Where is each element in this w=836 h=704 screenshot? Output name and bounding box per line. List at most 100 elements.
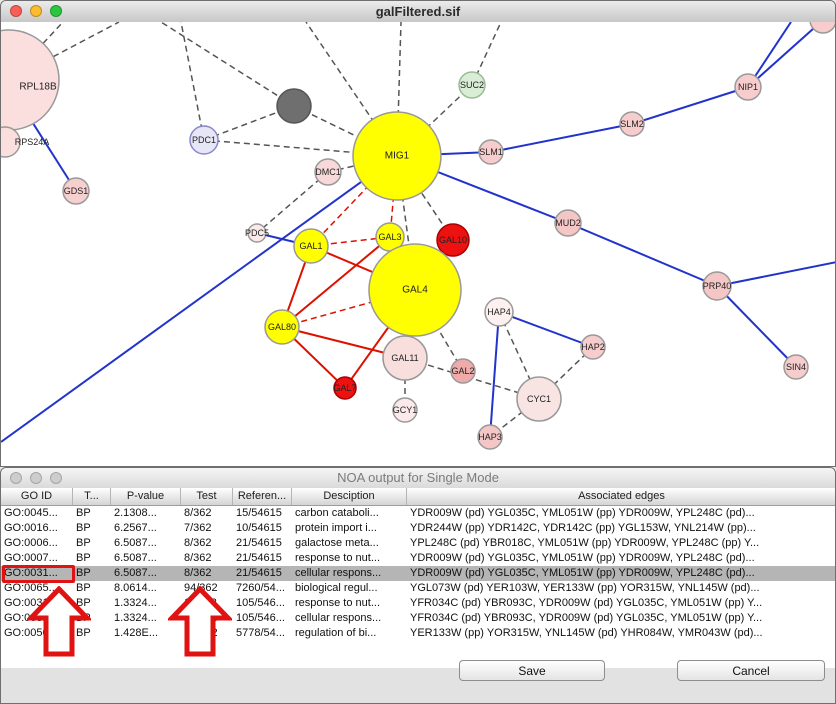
table-cell: BP (76, 627, 91, 639)
column-header-0[interactable]: GO ID (1, 488, 73, 505)
table-cell: YDR244W (pp) YDR142C, YDR142C (pp) YGL15… (410, 522, 756, 534)
node-SIN4[interactable] (783, 354, 809, 380)
column-header-4[interactable]: Referen... (233, 488, 292, 505)
table-cell: regulation of bi... (295, 627, 377, 639)
node-label-SLM2: SLM2 (620, 119, 644, 129)
edge-HAP4-HAP3[interactable] (489, 311, 500, 438)
node-CYC1[interactable] (516, 376, 562, 422)
edge-SLM1-SLM2[interactable] (490, 123, 633, 153)
node-RPS24A[interactable] (1, 126, 21, 158)
node-GAL1[interactable] (293, 228, 329, 264)
column-header-5[interactable]: Desciption (292, 488, 407, 505)
window-title: galFiltered.sif (375, 4, 461, 19)
node-label-RPL18B: RPL18B (19, 82, 57, 93)
node-GAL4[interactable] (368, 243, 462, 337)
node-label-SIN4: SIN4 (786, 362, 806, 372)
network-canvas[interactable]: RPL18BRPS24AGDS1PDC1MIG1SUC2SLM1SLM2NIP1… (1, 22, 835, 466)
node-RPL18B[interactable] (1, 29, 60, 131)
node-PDC1[interactable] (189, 125, 219, 155)
table-cell: 5778/54... (236, 627, 285, 639)
window-controls (10, 5, 62, 17)
table-cell: 15/54615 (236, 507, 282, 519)
table-cell: 8.0614... (114, 582, 157, 594)
node-GDS1[interactable] (62, 177, 90, 205)
node-NIP1[interactable] (734, 73, 762, 101)
edge-PRP40-SIN4[interactable] (716, 285, 797, 368)
node-PDC5[interactable] (247, 223, 267, 243)
node-SUC2[interactable] (458, 71, 486, 99)
node-label-RPS24A: RPS24A (15, 137, 50, 147)
node-GAL10[interactable] (436, 223, 470, 257)
edge-NIP1-TR1[interactable] (747, 22, 823, 88)
node-GAL80[interactable] (264, 309, 300, 345)
minimize-button-inactive[interactable] (30, 472, 42, 484)
node-GAL2[interactable] (450, 358, 476, 384)
table-cell: GO:0045... (4, 507, 58, 519)
node-GAL7[interactable] (333, 376, 357, 400)
table-cell: GO:0016... (4, 522, 58, 534)
node-HAP2[interactable] (580, 334, 606, 360)
node-label-GAL2: GAL2 (451, 366, 474, 376)
edge-MIG1-ext[interactable] (1, 155, 398, 443)
table-cell: 6.2567... (114, 522, 157, 534)
column-header-1[interactable]: T... (73, 488, 111, 505)
node-label-GAL10: GAL10 (439, 235, 467, 245)
node-SLM2[interactable] (619, 111, 645, 137)
table-cell: 21/54615 (236, 537, 282, 549)
close-button[interactable] (10, 5, 22, 17)
node-SLM1[interactable] (478, 139, 504, 165)
node-HAP4[interactable] (484, 297, 514, 327)
cancel-button[interactable]: Cancel (677, 660, 825, 681)
table-cell: 1.3324... (114, 597, 157, 609)
edge-PRP40-ext[interactable] (716, 261, 835, 287)
node-GAL11[interactable] (382, 335, 428, 381)
node-label-HAP4: HAP4 (487, 307, 511, 317)
edge-DARK1-ext[interactable] (160, 22, 295, 107)
table-cell: protein import i... (295, 522, 377, 534)
edge-MUD2-PRP40[interactable] (567, 222, 718, 287)
edge-GAL80-GAL3[interactable] (281, 236, 391, 328)
minimize-button[interactable] (30, 5, 42, 17)
column-header-6[interactable]: Associated edges (407, 488, 835, 505)
zoom-button-inactive[interactable] (50, 472, 62, 484)
node-label-GDS1: GDS1 (64, 186, 89, 196)
column-header-3[interactable]: Test (181, 488, 233, 505)
close-button-inactive[interactable] (10, 472, 22, 484)
edge-DMC1-PDC5[interactable] (256, 171, 329, 234)
table-cell: YPL248C (pd) YBR018C, YML051W (pp) YDR00… (410, 537, 760, 549)
column-header-2[interactable]: P-value (111, 488, 181, 505)
table-cell: biological regul... (295, 582, 378, 594)
edge-HAP4-HAP2[interactable] (498, 311, 594, 348)
node-HAP3[interactable] (477, 424, 503, 450)
node-PRP40[interactable] (702, 271, 732, 301)
edge-SLM2-NIP1[interactable] (631, 86, 749, 125)
edge-PDC1-ext[interactable] (180, 22, 205, 141)
edge-MIG1-SUC2[interactable] (396, 84, 473, 157)
node-label-PDC1: PDC1 (192, 135, 216, 145)
node-DMC1[interactable] (314, 158, 342, 186)
node-TR1[interactable] (809, 22, 835, 34)
zoom-button[interactable] (50, 5, 62, 17)
table-cell: YFR034C (pd) YBR093C, YDR009W (pd) YGL03… (410, 597, 763, 609)
node-MUD2[interactable] (554, 209, 582, 237)
save-button[interactable]: Save (459, 660, 605, 681)
node-MIG1[interactable] (352, 111, 442, 201)
node-DARK1[interactable] (276, 88, 312, 124)
edge-MIG1-ext[interactable] (305, 22, 398, 157)
table-cell: 8/362 (184, 567, 212, 579)
table-cell: GO:0050... (4, 627, 58, 639)
node-label-SUC2: SUC2 (460, 80, 484, 90)
node-GCY1[interactable] (392, 397, 418, 423)
